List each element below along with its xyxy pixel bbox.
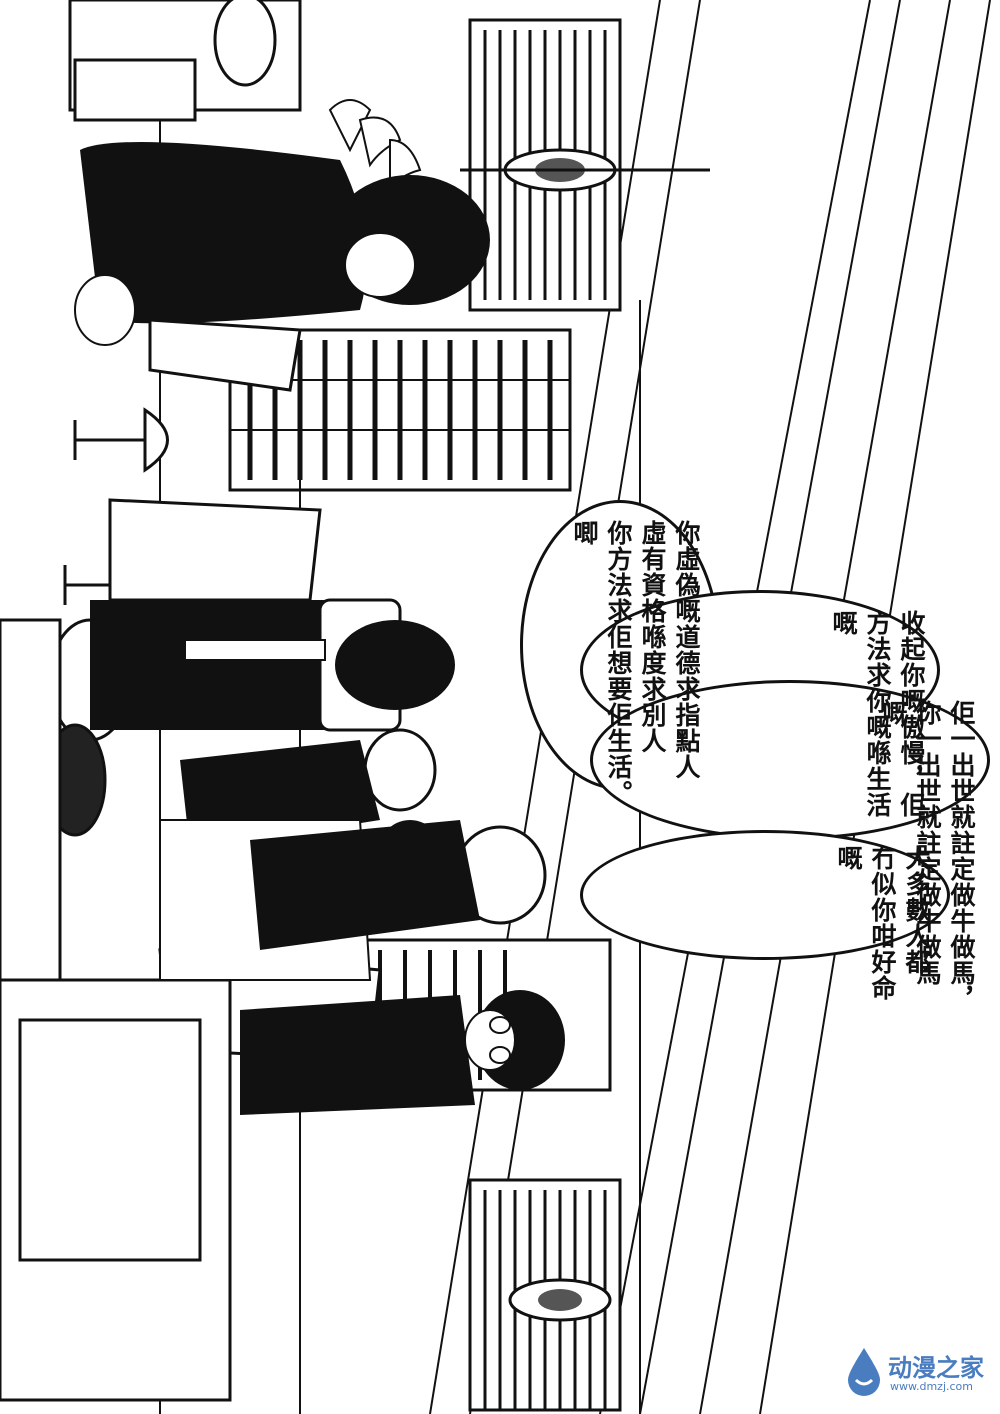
figure-woman-top [74,142,490,346]
bubble-3-line-3: 嘅 [879,700,908,726]
wine-glass-1 [73,407,169,473]
figure-old-man [250,820,547,950]
water-drop-logo-icon [848,1348,880,1396]
bubble-2-line-3: 嘅 [829,610,858,636]
window-panel-bottom [468,1178,622,1412]
table-top [68,0,302,326]
watermark-name: 动漫之家 [888,1354,984,1382]
bubble-1-line-3: 你方法求佢想要佢生活。 [604,520,633,806]
bubble-3-line-2: 你一出世就註定做牛做馬 [913,700,942,986]
bubble-1-line-2: 虛有資格喺度求別人 [638,520,667,754]
dmzj-watermark: 动漫之家 www.dmzj.com [838,1344,988,1400]
figure-girl-bow [90,598,455,732]
bubble-3-line-1: 佢一出世就註定做牛做馬， [947,700,976,1012]
bubble-1-line-1: 你虛偽嘅道德求指點人 [672,520,701,780]
bubble-2-line-1: 收起你嘅傲慢，佢 [897,610,926,818]
table-left [0,618,232,1402]
bubble-4-line-3: 嘅 [834,845,863,871]
bubble-4-line-1: 大多數人都 [902,845,931,975]
bubble-2-line-2: 方法求你嘅喺生活 [863,610,892,818]
window-panel-top [460,18,710,312]
speech-bubble-3 [590,680,990,840]
bubble-4-line-2: 冇似你咁好命 [868,845,897,1001]
speech-bubble-4 [580,830,950,960]
figure-man-glasses [240,990,565,1115]
bubble-1-line-4: 唧 [570,520,599,546]
watermark-url: www.dmzj.com [890,1380,973,1393]
